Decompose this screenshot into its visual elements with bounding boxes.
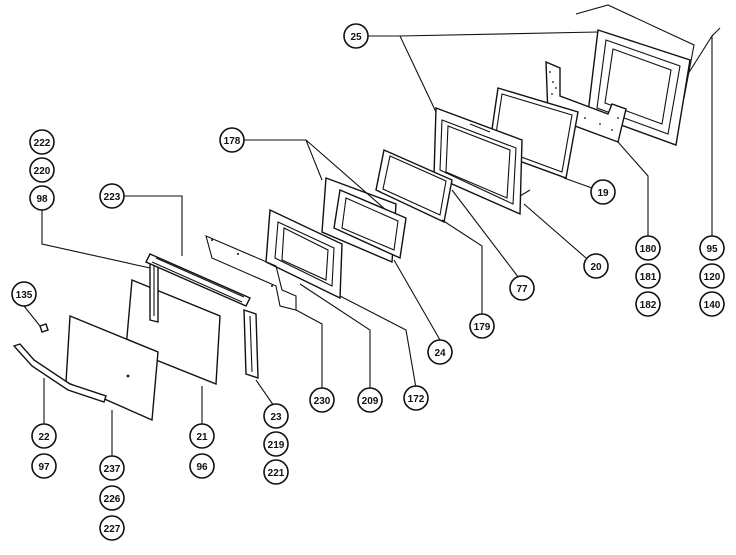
svg-text:221: 221 [268,468,285,479]
svg-text:209: 209 [362,396,379,407]
svg-text:178: 178 [224,136,241,147]
callout-20: 20 [583,253,609,279]
svg-text:237: 237 [104,464,121,475]
callout-230: 230 [309,387,335,413]
callout-237: 237 [99,455,125,481]
gasket-frame-179 [375,149,453,224]
top-door-trim [145,253,251,307]
callout-96: 96 [189,453,215,479]
svg-text:120: 120 [704,272,721,283]
side-rail-right [243,309,259,379]
insulation-panel-178 [321,177,407,264]
callout-77: 77 [509,275,535,301]
callout-21: 21 [189,423,215,449]
svg-text:181: 181 [640,272,657,283]
callout-25: 25 [343,23,369,49]
window-frame-172 [265,208,343,300]
svg-text:223: 223 [104,192,121,203]
callout-97: 97 [31,453,57,479]
svg-text:25: 25 [350,32,362,43]
svg-text:95: 95 [706,244,718,255]
callout-181: 181 [635,263,661,289]
svg-text:182: 182 [640,300,657,311]
svg-text:98: 98 [36,194,48,205]
callout-179: 179 [469,313,495,339]
callout-227: 227 [99,515,125,541]
callout-223: 223 [99,183,125,209]
callout-226: 226 [99,485,125,511]
svg-text:22: 22 [38,432,50,443]
callout-220: 220 [29,157,55,183]
callout-221: 221 [263,459,289,485]
callout-98: 98 [29,185,55,211]
leader-lines [23,27,721,456]
svg-text:96: 96 [196,462,208,473]
callout-95: 95 [699,235,725,261]
door-handle [12,343,107,403]
callout-209: 209 [357,387,383,413]
svg-text:172: 172 [408,394,425,405]
callout-180: 180 [635,235,661,261]
callouts: 25 19 20 77 178 179 24 172 209 230 180 1… [11,23,725,541]
callout-178: 178 [219,127,245,153]
svg-text:180: 180 [640,244,657,255]
callout-22: 22 [31,423,57,449]
callout-24: 24 [427,339,453,365]
svg-text:140: 140 [704,300,721,311]
callout-19: 19 [590,179,616,205]
svg-text:77: 77 [516,284,528,295]
callout-140: 140 [699,291,725,317]
svg-text:20: 20 [590,262,602,273]
callout-172: 172 [403,385,429,411]
svg-text:135: 135 [16,290,33,301]
svg-text:220: 220 [34,166,51,177]
small-clip [39,323,49,333]
svg-text:226: 226 [104,494,121,505]
parts [12,4,695,422]
callout-222: 222 [29,129,55,155]
inner-door-liner [433,107,531,216]
svg-text:23: 23 [270,412,282,423]
callout-120: 120 [699,263,725,289]
callout-23: 23 [263,403,289,429]
callout-182: 182 [635,291,661,317]
outer-door-panel [65,314,159,422]
svg-text:24: 24 [434,348,446,359]
svg-text:230: 230 [314,396,331,407]
svg-text:222: 222 [34,138,51,149]
svg-text:97: 97 [38,462,50,473]
svg-text:179: 179 [474,322,491,333]
svg-text:21: 21 [196,432,208,443]
svg-text:227: 227 [104,524,121,535]
svg-text:219: 219 [268,440,285,451]
callout-135: 135 [11,281,37,307]
callout-219: 219 [263,431,289,457]
svg-text:19: 19 [597,188,609,199]
